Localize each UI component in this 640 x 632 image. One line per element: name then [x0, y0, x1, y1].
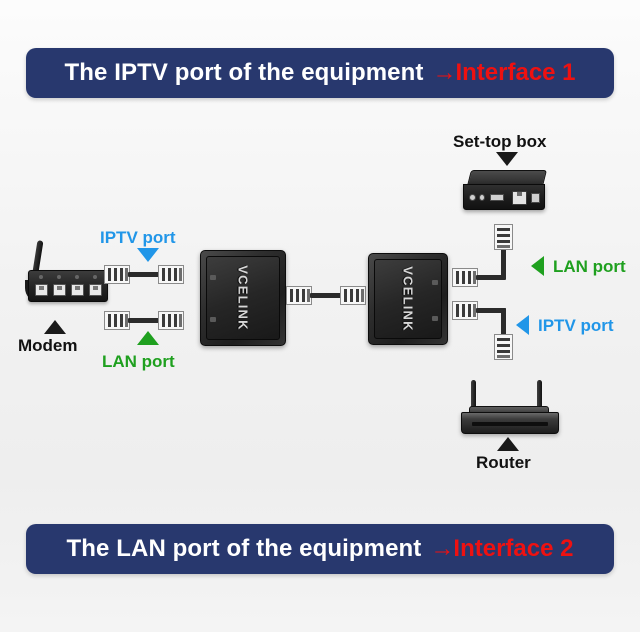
- router-antenna-right-icon: [537, 380, 542, 414]
- cable-plug-modem-iptv-right: [158, 265, 184, 284]
- set-top-box-power-port: [469, 194, 476, 201]
- banner-top-accent-text: Interface 1: [455, 59, 576, 86]
- extender-left-brand-label: VCELINK: [235, 265, 251, 331]
- banner-top-main-text: The IPTV port of the equipment: [64, 59, 424, 86]
- cable-lan-horizontal: [476, 275, 506, 280]
- set-top-box-usb-port: [531, 193, 540, 203]
- cable-plug-extender-lan: [452, 268, 478, 287]
- cable-plug-router-ethernet: [494, 334, 513, 360]
- right-lan-port-arrow-icon: [531, 256, 544, 276]
- cable-extender-link: [310, 293, 342, 298]
- right-lan-port-label: LAN port: [553, 257, 626, 276]
- set-top-box-hdmi-port: [490, 194, 504, 201]
- modem-label: Modem: [18, 336, 78, 355]
- banner-lan-interface: The LAN port of the equipment → Interfac…: [26, 524, 614, 574]
- left-iptv-port-label: IPTV port: [100, 228, 176, 247]
- left-lan-port-label: LAN port: [102, 352, 175, 371]
- set-top-box-arrow-icon: [496, 152, 518, 166]
- cable-plug-modem-iptv-left: [104, 265, 130, 284]
- set-top-box-av-port: [479, 194, 485, 201]
- cable-plug-modem-lan-left: [104, 311, 130, 330]
- cable-iptv-horizontal: [476, 308, 506, 313]
- modem-port-1: [35, 284, 48, 296]
- extender-right-face: [374, 259, 442, 339]
- cable-plug-stb-ethernet: [494, 224, 513, 250]
- router-device: [455, 380, 565, 442]
- cable-iptv-vertical: [501, 308, 506, 338]
- modem-body: [28, 270, 108, 302]
- router-label: Router: [476, 453, 531, 472]
- cable-lan-vertical: [501, 247, 506, 277]
- cable-plug-link-right: [340, 286, 366, 305]
- modem-arrow-icon: [44, 320, 66, 334]
- banner-bottom-main-text: The LAN port of the equipment: [66, 535, 422, 562]
- modem-port-4: [89, 284, 102, 296]
- banner-bottom-arrow-icon: →: [430, 535, 454, 562]
- set-top-box-front-panel: [463, 184, 545, 210]
- extender-right-device: VCELINK: [368, 253, 448, 345]
- cable-plug-link-left: [286, 286, 312, 305]
- cable-plug-modem-lan-right: [158, 311, 184, 330]
- cable-modem-iptv: [128, 272, 160, 277]
- right-iptv-port-label: IPTV port: [538, 316, 614, 335]
- left-iptv-port-arrow-icon: [137, 248, 159, 262]
- banner-top-arrow-icon: →: [432, 59, 456, 86]
- modem-port-3: [71, 284, 84, 296]
- extender-left-face: [206, 256, 280, 340]
- set-top-box-device: [463, 170, 551, 214]
- cable-plug-extender-iptv: [452, 301, 478, 320]
- router-arrow-icon: [497, 437, 519, 451]
- router-body: [461, 412, 559, 434]
- extender-right-brand-label: VCELINK: [400, 266, 416, 332]
- modem-device: [16, 240, 112, 312]
- modem-port-2: [53, 284, 66, 296]
- cable-modem-lan: [128, 318, 160, 323]
- extender-left-device: VCELINK: [200, 250, 286, 346]
- right-iptv-port-arrow-icon: [516, 315, 529, 335]
- banner-bottom-accent-text: Interface 2: [453, 535, 574, 562]
- set-top-box-ethernet-port: [512, 191, 527, 205]
- router-antenna-left-icon: [471, 380, 476, 414]
- banner-iptv-interface: The IPTV port of the equipment → Interfa…: [26, 48, 614, 98]
- left-lan-port-arrow-icon: [137, 331, 159, 345]
- set-top-box-label: Set-top box: [453, 132, 547, 151]
